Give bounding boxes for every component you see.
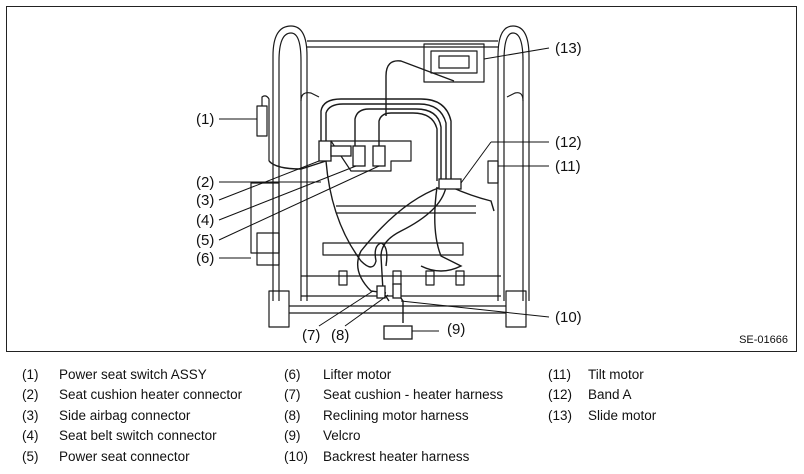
callout-5: (5) bbox=[196, 232, 215, 249]
callout-10: (10) bbox=[555, 309, 582, 326]
legend-label: Power seat switch ASSY bbox=[59, 367, 207, 382]
seat-frame-left-post bbox=[268, 25, 308, 328]
seat-harness-diagram bbox=[218, 25, 550, 340]
legend-number: (8) bbox=[284, 408, 301, 423]
band-a bbox=[438, 178, 462, 190]
legend-number: (12) bbox=[548, 387, 573, 402]
legend-label: Slide motor bbox=[588, 408, 657, 423]
lifter-motor-housing bbox=[250, 182, 280, 266]
legend-number: (13) bbox=[548, 408, 573, 423]
legend-number: (10) bbox=[284, 449, 309, 464]
callout-9: (9) bbox=[447, 321, 466, 338]
legend-number: (4) bbox=[22, 428, 39, 443]
callout-1: (1) bbox=[196, 111, 215, 128]
legend-label: Tilt motor bbox=[588, 367, 644, 382]
reclining-motor-harness-clip bbox=[376, 285, 386, 299]
legend-number: (6) bbox=[284, 367, 301, 382]
leader-lines bbox=[218, 47, 550, 332]
legend-number: (3) bbox=[22, 408, 39, 423]
legend-label: Seat cushion - heater harness bbox=[323, 387, 504, 402]
velcro bbox=[383, 325, 413, 340]
callout-8: (8) bbox=[331, 327, 350, 344]
wire-harness-bundle bbox=[268, 60, 495, 323]
power-seat-switch-assy bbox=[256, 95, 270, 161]
callout-2: (2) bbox=[196, 174, 215, 191]
legend-label: Seat cushion heater connector bbox=[59, 387, 243, 402]
callout-4: (4) bbox=[196, 212, 215, 229]
legend-number: (1) bbox=[22, 367, 39, 382]
legend-label: Backrest heater harness bbox=[323, 449, 470, 464]
legend-label: Reclining motor harness bbox=[323, 408, 469, 423]
legend-label: Side airbag connector bbox=[59, 408, 191, 423]
side-airbag-connector bbox=[330, 145, 352, 157]
power-seat-connector bbox=[372, 145, 386, 167]
seat-belt-switch-connector bbox=[352, 145, 366, 167]
legend-number: (2) bbox=[22, 387, 39, 402]
figure-frame: (1) (2) (3) (4) (5) (6) (7) (8) (9) (10)… bbox=[6, 6, 797, 352]
legend-number: (5) bbox=[22, 449, 39, 464]
legend-label: Seat belt switch connector bbox=[59, 428, 217, 443]
callout-3: (3) bbox=[196, 192, 215, 209]
callout-11: (11) bbox=[555, 158, 581, 175]
figure-code: SE-01666 bbox=[739, 334, 788, 346]
backrest-heater-harness-clip bbox=[392, 283, 402, 299]
callout-12: (12) bbox=[555, 134, 582, 151]
callout-7: (7) bbox=[302, 327, 321, 344]
legend-label: Velcro bbox=[323, 428, 361, 443]
legend-number: (11) bbox=[548, 367, 572, 382]
legend-label: Power seat connector bbox=[59, 449, 190, 464]
legend-label: Band A bbox=[588, 387, 632, 402]
callout-6: (6) bbox=[196, 250, 215, 267]
slide-motor bbox=[423, 43, 485, 83]
tilt-motor bbox=[487, 160, 499, 184]
seat-cushion-heater-connector bbox=[318, 140, 332, 162]
seat-frame-top-bar bbox=[300, 40, 524, 102]
seat-frame-right-post bbox=[497, 25, 530, 328]
legend-label: Lifter motor bbox=[323, 367, 392, 382]
callout-13: (13) bbox=[555, 40, 582, 57]
legend-number: (9) bbox=[284, 428, 301, 443]
legend-number: (7) bbox=[284, 387, 301, 402]
